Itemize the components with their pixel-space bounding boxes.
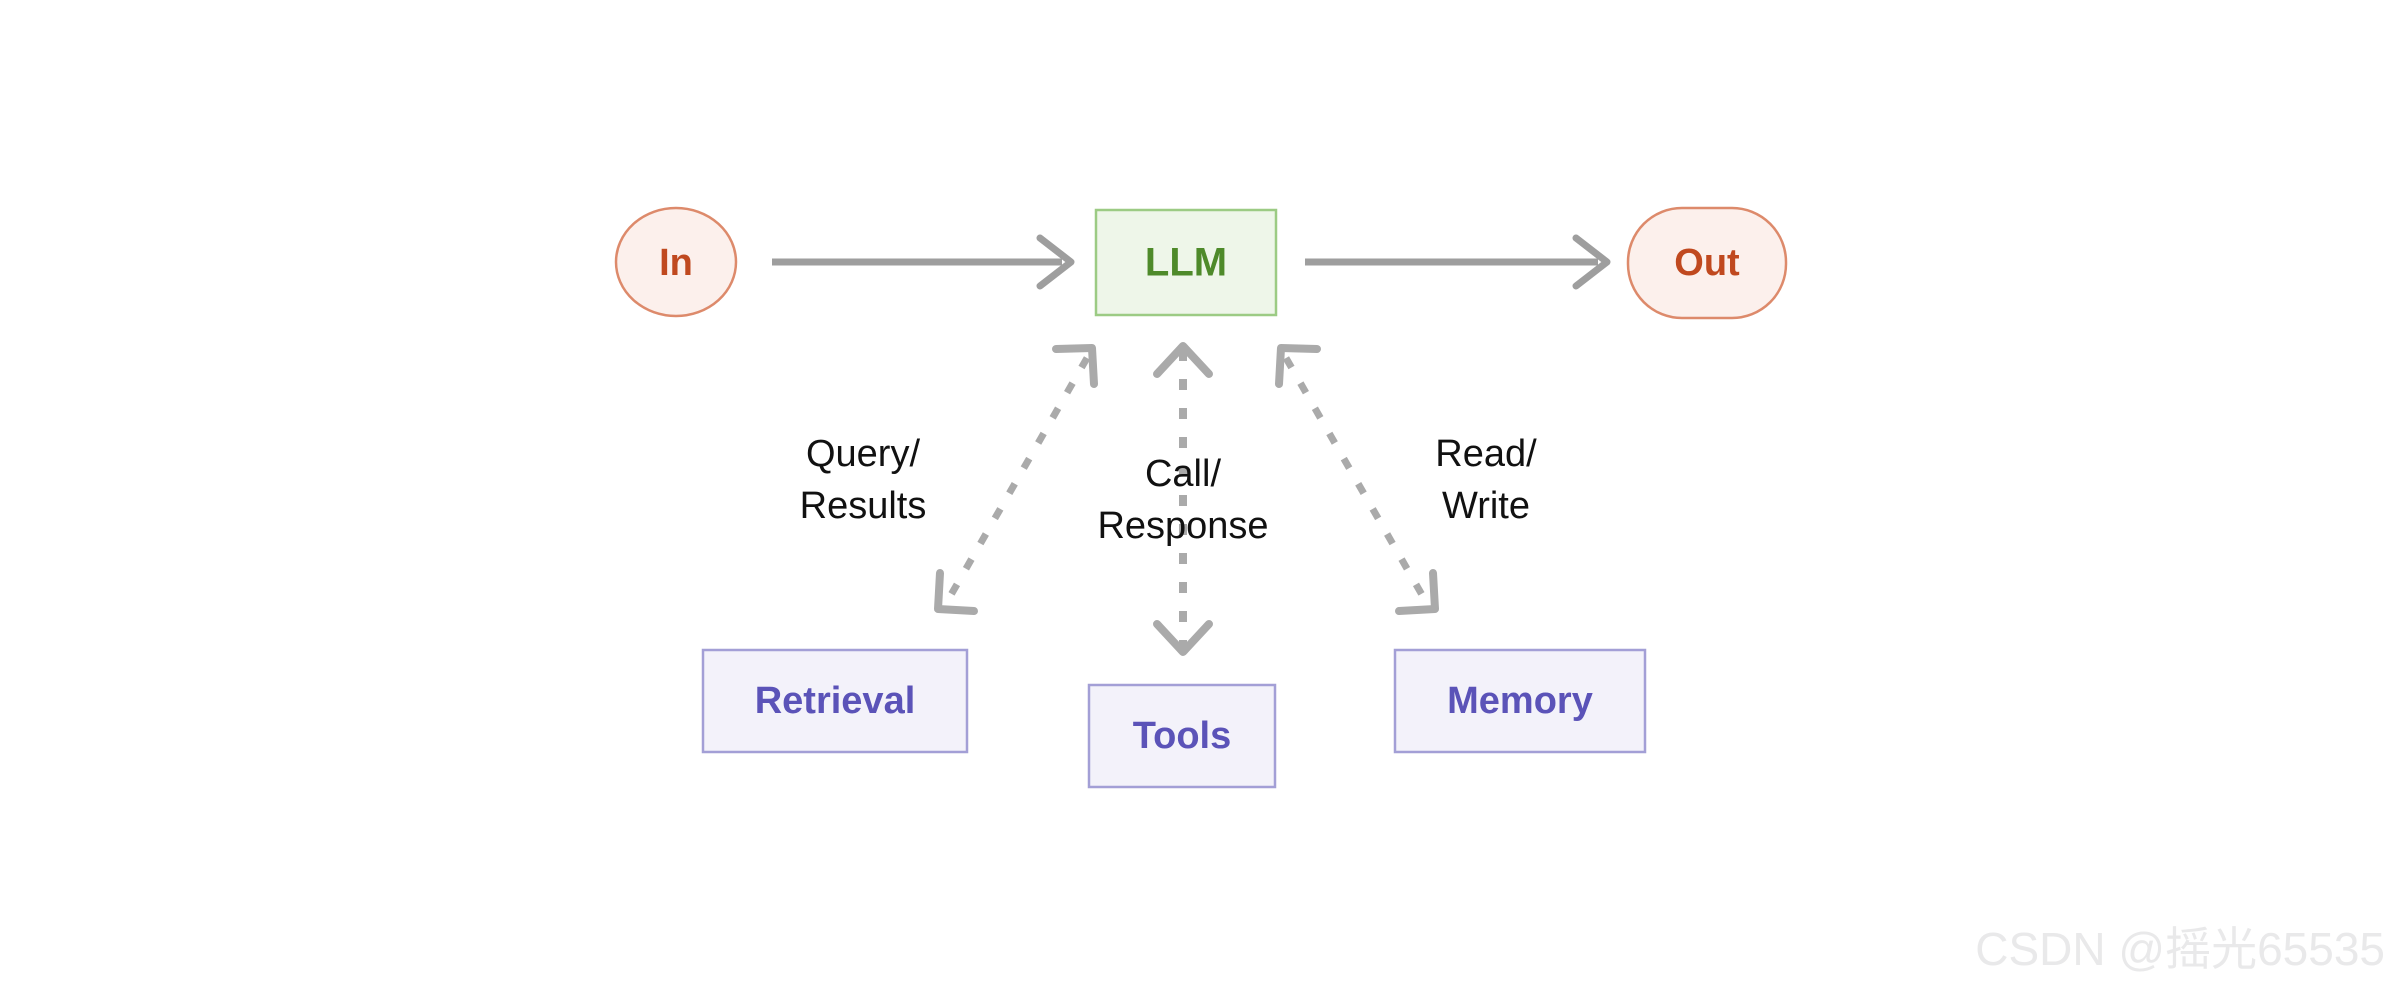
node-llm-shape[interactable] [1094,208,1278,317]
edge-label-read-write-line2: Write [1442,485,1530,527]
edge-llm-retrieval-arrowhead-down [934,569,978,615]
edge-llm-memory-arrowhead-down [1395,569,1439,615]
edge-llm-to-out-arrowhead [1572,234,1611,290]
edge-llm-retrieval [934,344,1098,615]
edge-label-query-results-line2: Results [800,485,927,527]
node-memory[interactable]: Memory [1393,648,1647,754]
edge-llm-tools [1153,342,1213,656]
node-in-shape[interactable] [614,206,738,318]
edge-llm-to-out [1305,234,1611,290]
node-memory-label: Memory [1447,680,1593,722]
edge-label-call-response-line2: Response [1097,505,1268,547]
node-out-shape[interactable] [1626,206,1788,320]
edge-llm-memory-line [1282,356,1429,602]
node-tools-label: Tools [1133,715,1232,757]
node-in[interactable]: In [614,206,738,318]
edge-llm-retrieval-line [944,356,1091,602]
edge-label-call-response-line1: Call/ [1145,453,1221,495]
node-retrieval-label: Retrieval [755,680,916,722]
node-tools[interactable]: Tools [1087,683,1277,789]
edge-llm-tools-arrowhead-up [1153,342,1213,378]
edge-llm-retrieval-arrowhead-up [1052,344,1098,388]
edge-in-to-llm-arrowhead [1036,234,1075,290]
edge-label-call-response: Call/ Response [1097,453,1268,547]
edge-label-query-results: Query/ Results [800,433,927,527]
edge-label-read-write: Read/ Write [1435,433,1537,527]
node-tools-shape[interactable] [1087,683,1277,789]
edge-llm-tools-arrowhead-down [1153,620,1213,656]
watermark: CSDN @摇光65535 [1975,923,2385,975]
edge-label-query-results-line1: Query/ [806,433,920,475]
node-out[interactable]: Out [1626,206,1788,320]
node-in-label: In [659,242,693,284]
node-llm[interactable]: LLM [1094,208,1278,317]
node-out-label: Out [1674,242,1740,284]
node-retrieval-shape[interactable] [701,648,969,754]
node-llm-label: LLM [1145,241,1227,285]
edge-llm-memory-arrowhead-up [1275,344,1321,388]
edge-label-read-write-line1: Read/ [1435,433,1537,475]
node-retrieval[interactable]: Retrieval [701,648,969,754]
node-memory-shape[interactable] [1393,648,1647,754]
edge-llm-memory [1275,344,1439,615]
edge-in-to-llm [772,234,1075,290]
